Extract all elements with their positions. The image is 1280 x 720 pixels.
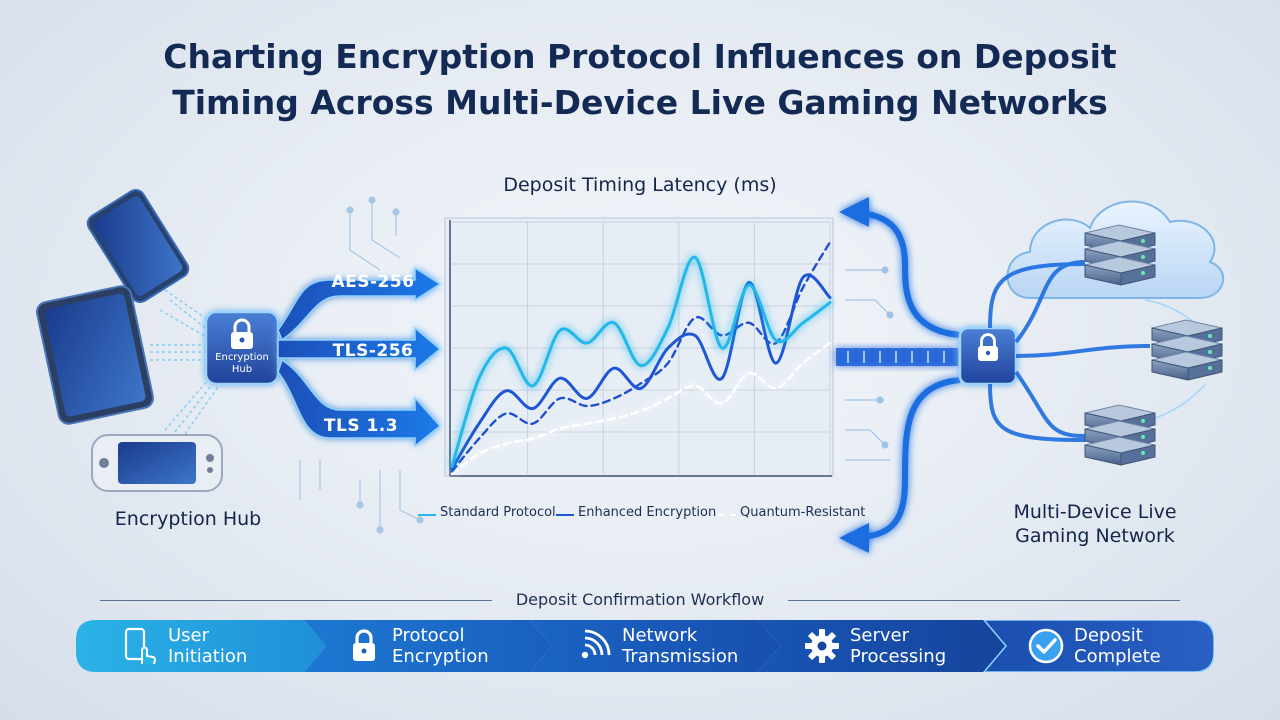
workflow-step-server-processing: Server Processing bbox=[758, 620, 984, 672]
chart-series bbox=[450, 241, 832, 476]
server-rack-icon bbox=[1084, 224, 1156, 286]
encryption-hub-caption: Encryption Hub bbox=[114, 508, 262, 530]
server-rack-icon bbox=[1151, 319, 1223, 381]
protocol-arrows bbox=[277, 266, 442, 448]
workflow-step-label: Server Processing bbox=[850, 625, 946, 667]
server-led bbox=[1208, 366, 1212, 370]
step-line-2: Encryption bbox=[392, 646, 489, 667]
server-led bbox=[1141, 435, 1145, 439]
server-unit-side bbox=[1187, 359, 1223, 381]
server-led bbox=[1141, 451, 1145, 455]
legend-swatch bbox=[556, 514, 574, 516]
workflow-step-deposit-complete: Deposit Complete bbox=[984, 620, 1214, 672]
hub-padlock-icon bbox=[231, 318, 253, 349]
server-links bbox=[988, 260, 1151, 442]
workflow-step-protocol-encryption: Protocol Encryption bbox=[304, 620, 530, 672]
step-line-1: Network bbox=[622, 625, 698, 646]
network-link-bars bbox=[836, 348, 958, 366]
check-circle-icon bbox=[1028, 628, 1064, 664]
server-unit-side bbox=[1120, 444, 1156, 466]
network-caption-line-2: Gaming Network bbox=[1015, 525, 1175, 547]
workflow-bar: User Initiation Protocol Encryption Netw… bbox=[76, 620, 1214, 672]
workflow-title: Deposit Confirmation Workflow bbox=[515, 590, 765, 609]
device-data-streams bbox=[150, 289, 221, 435]
gear-icon bbox=[805, 629, 839, 663]
chart-title: Deposit Timing Latency (ms) bbox=[503, 174, 777, 196]
protocol-label-tls-1-3: TLS 1.3 bbox=[323, 416, 399, 436]
hub-label: Encryption Hub bbox=[210, 352, 274, 376]
step-line-2: Initiation bbox=[168, 646, 248, 667]
protocol-label-aes-256: AES-256 bbox=[331, 272, 415, 292]
step-line-2: Processing bbox=[850, 646, 947, 667]
server-rack-icon bbox=[1084, 404, 1156, 466]
step-line-1: Deposit bbox=[1074, 625, 1143, 646]
server-led bbox=[1208, 334, 1212, 338]
legend-label: Standard Protocol bbox=[440, 505, 556, 520]
tablet-icon bbox=[36, 285, 154, 425]
server-led bbox=[1141, 255, 1145, 259]
legend-label: Quantum-Resistant bbox=[740, 505, 866, 520]
server-unit-side bbox=[1120, 264, 1156, 286]
server-led bbox=[1141, 419, 1145, 423]
circuit-traces-left bbox=[299, 196, 424, 534]
workflow-step-network-transmission: Network Transmission bbox=[530, 620, 758, 672]
network-caption-line-1: Multi-Device Live bbox=[1013, 501, 1177, 523]
chart-panel bbox=[444, 217, 834, 477]
legend-swatch bbox=[418, 514, 436, 516]
workflow-step-label: Deposit Complete bbox=[1074, 625, 1161, 667]
step-line-1: Server bbox=[850, 625, 910, 646]
series-line-enhanced-encryption bbox=[450, 273, 832, 471]
step-line-1: User bbox=[168, 625, 210, 646]
step-line-1: Protocol bbox=[392, 625, 465, 646]
workflow-step-label: User Initiation bbox=[168, 625, 247, 667]
chart-legend: Standard Protocol Enhanced Encryption Qu… bbox=[418, 505, 878, 525]
hub-label-line-2: Hub bbox=[231, 364, 253, 375]
workflow-step-label: Network Transmission bbox=[622, 625, 738, 667]
title-line-2: Timing Across Multi-Device Live Gaming N… bbox=[172, 83, 1108, 122]
workflow-divider-right bbox=[788, 600, 1180, 601]
server-led bbox=[1141, 239, 1145, 243]
network-caption: Multi-Device Live Gaming Network bbox=[990, 500, 1200, 548]
workflow-step-label: Protocol Encryption bbox=[392, 625, 489, 667]
workflow-divider-left bbox=[100, 600, 492, 601]
series-line-standard-protocol bbox=[450, 255, 832, 468]
hub-label-line-1: Encryption bbox=[215, 352, 269, 363]
legend-label: Enhanced Encryption bbox=[578, 505, 717, 520]
title-line-1: Charting Encryption Protocol Influences … bbox=[163, 37, 1117, 76]
step-line-2: Complete bbox=[1074, 646, 1161, 667]
handheld-console-icon bbox=[91, 434, 223, 492]
smartphone-icon bbox=[86, 189, 190, 303]
server-led bbox=[1141, 271, 1145, 275]
legend-swatch bbox=[718, 514, 736, 516]
workflow-step-user-initiation: User Initiation bbox=[76, 620, 304, 672]
series-line-quantum-resistant bbox=[450, 341, 832, 476]
server-led bbox=[1208, 350, 1212, 354]
padlock-icon bbox=[353, 629, 375, 661]
circuit-traces-right bbox=[845, 266, 894, 461]
step-line-2: Transmission bbox=[622, 646, 739, 667]
return-loop-arrows bbox=[839, 197, 961, 553]
page-title: Charting Encryption Protocol Influences … bbox=[0, 34, 1280, 126]
protocol-label-tls-256: TLS-256 bbox=[332, 341, 414, 361]
signal-waves-icon bbox=[581, 629, 611, 659]
network-hub-padlock-icon bbox=[978, 333, 998, 361]
touch-phone-icon bbox=[124, 627, 156, 665]
